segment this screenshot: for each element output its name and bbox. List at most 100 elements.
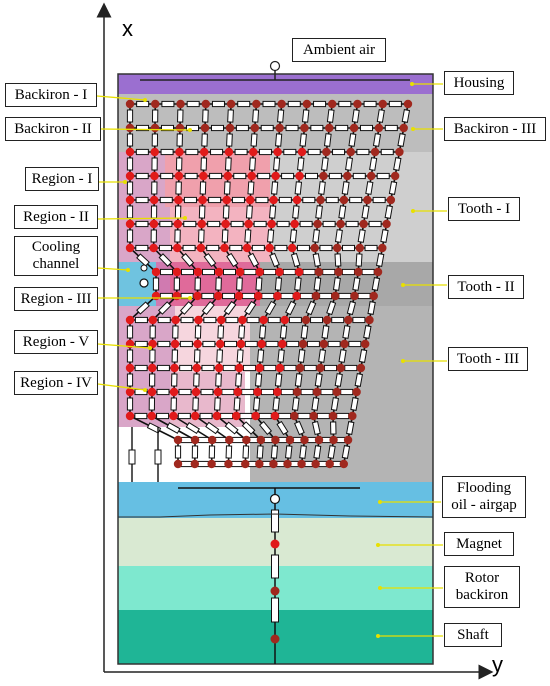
leader-dot-region-ii <box>183 216 187 220</box>
node-11-3 <box>192 363 202 373</box>
resistor-h-5-1 <box>159 220 173 228</box>
region-cooling-channel <box>118 262 156 306</box>
resistor-h-9-3 <box>203 316 217 324</box>
slot-resistor-0 <box>128 449 136 465</box>
resistor-h-0-8 <box>338 100 352 108</box>
node-15-9 <box>311 459 320 469</box>
node-15-4 <box>241 459 250 469</box>
node-0-6 <box>277 99 286 109</box>
resistor-h-7-7 <box>302 268 316 276</box>
resistor-v-8-0 <box>136 301 150 315</box>
label-tooth-ii: Tooth - II <box>448 275 524 299</box>
resistor-v-13-6 <box>258 421 273 435</box>
resistor-v-6-11 <box>375 253 385 267</box>
resistor-v-10-6 <box>256 349 265 363</box>
resistor-v-7-11 <box>371 277 381 291</box>
resistor-v-9-6 <box>258 325 267 339</box>
node-5-9 <box>336 219 345 229</box>
node-1-2 <box>175 123 185 133</box>
resistor-v-5-10 <box>357 229 366 243</box>
node-0-5 <box>252 99 261 109</box>
node-1-1 <box>150 123 160 133</box>
resistor-v-10-4 <box>216 349 224 363</box>
node-11-8 <box>295 363 305 373</box>
resistor-v-12-10 <box>330 397 340 411</box>
resistor-v-9-10 <box>342 325 351 339</box>
label-region-iv: Region - IV <box>14 371 98 395</box>
resistor-h-11-2 <box>179 364 193 372</box>
node-1-7 <box>300 123 309 133</box>
node-1-10 <box>374 123 384 133</box>
resistor-h-2-2 <box>185 148 199 156</box>
resistor-h-3-3 <box>209 172 223 180</box>
resistor-h-8-3 <box>222 292 236 300</box>
resistor-v-14-0 <box>174 445 182 459</box>
node-5-7 <box>290 219 299 229</box>
node-14-10 <box>329 435 338 445</box>
resistor-h-8-2 <box>201 292 215 300</box>
resistor-h-5-2 <box>183 220 197 228</box>
resistor-v-11-7 <box>274 373 283 387</box>
leader-backiron-i <box>96 95 146 101</box>
resistor-h-14-2 <box>214 436 228 444</box>
resistor-v-7-1 <box>173 277 181 291</box>
node-14-4 <box>242 435 251 445</box>
node-13-4 <box>212 411 222 421</box>
resistor-v-7-10 <box>352 277 361 291</box>
resistor-v-0-7 <box>301 109 310 123</box>
resistor-v-3-11 <box>388 181 398 195</box>
node-2-6 <box>273 147 282 157</box>
resistor-h-11-8 <box>303 364 317 372</box>
resistor-h-8-10 <box>357 292 371 300</box>
node-0-8 <box>327 99 337 109</box>
resistor-h-9-10 <box>352 316 366 324</box>
node-2-9 <box>346 147 355 157</box>
node-11-1 <box>148 363 157 373</box>
node-4-6 <box>269 195 278 205</box>
airgap-node <box>269 493 281 505</box>
node-6-0 <box>125 243 135 253</box>
cooling-node <box>139 278 149 288</box>
resistor-h-15-1 <box>196 460 210 468</box>
node-0-0 <box>125 99 135 109</box>
resistor-v-13-9 <box>311 420 321 436</box>
resistor-v-12-6 <box>252 397 261 411</box>
leader-dot-rotor <box>378 586 382 590</box>
resistor-h-10-6 <box>265 340 279 348</box>
node-15-5 <box>255 459 264 469</box>
resistor-h-1-9 <box>359 124 373 132</box>
node-0-10 <box>378 99 387 109</box>
label-rotor-backiron: Rotor backiron <box>444 566 520 608</box>
node-12-9 <box>312 387 322 397</box>
resistor-h-13-3 <box>199 412 213 420</box>
resistor-v-13-8 <box>294 420 305 436</box>
node-9-7 <box>280 315 289 325</box>
node-0-7 <box>302 99 312 109</box>
resistor-h-2-7 <box>307 148 321 156</box>
flooding-boundary <box>118 513 434 518</box>
resistor-h-10-10 <box>348 340 362 348</box>
resistor-h-13-2 <box>177 412 191 420</box>
resistor-h-5-4 <box>230 220 244 228</box>
node-13-7 <box>270 411 280 421</box>
resistor-v-9-11 <box>363 325 372 339</box>
node-11-4 <box>214 363 224 373</box>
resistor-h-1-3 <box>211 124 224 132</box>
ambient-link <box>140 60 410 81</box>
node-10-11 <box>361 339 370 349</box>
resistor-v-10-2 <box>171 349 179 363</box>
resistor-h-2-8 <box>332 148 346 156</box>
resistor-v-8-7 <box>285 300 297 316</box>
resistor-v-14-7 <box>284 445 293 459</box>
resistor-v-13-5 <box>241 421 256 435</box>
resistor-v-2-1 <box>151 157 158 171</box>
resistor-v-4-2 <box>174 205 182 219</box>
node-4-1 <box>149 195 159 205</box>
node-5-6 <box>267 219 276 229</box>
resistor-h-4-5 <box>255 196 269 204</box>
node-7-0 <box>151 267 161 277</box>
axes <box>96 2 494 680</box>
resistor-h-13-8 <box>297 412 311 420</box>
resistor-v-13-10 <box>330 421 337 435</box>
label-region-ii: Region - II <box>14 205 98 229</box>
